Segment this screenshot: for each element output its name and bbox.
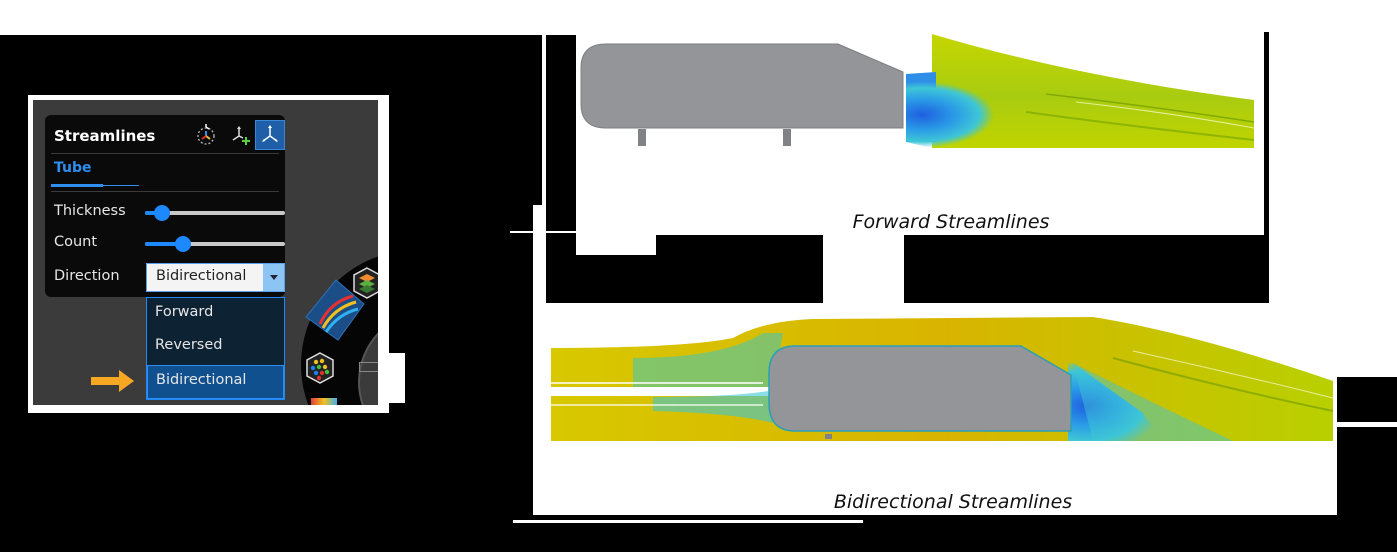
mask-fwd-below-1: [576, 255, 823, 303]
mask-bottom-left: [0, 413, 533, 552]
radial-menu-slice-icon[interactable]: [311, 398, 337, 405]
add-seed-icon[interactable]: [225, 120, 255, 150]
dropdown-option-forward[interactable]: Forward: [155, 304, 214, 320]
mask-fwd-right-stripe: [1264, 32, 1269, 237]
thickness-label: Thickness: [54, 203, 126, 219]
direction-select[interactable]: Bidirectional: [146, 263, 285, 292]
streamlines-panel-screenshot: Streamlines: [28, 95, 389, 413]
count-slider-handle[interactable]: [175, 236, 191, 252]
count-slider-fill: [145, 242, 183, 246]
mask-left-stripe: [546, 35, 576, 303]
count-label: Count: [54, 234, 98, 250]
radial-menu-particles-icon[interactable]: [306, 352, 334, 384]
radial-menu-layers-icon[interactable]: [353, 267, 378, 299]
tab-indicator: [51, 184, 103, 187]
header-divider: [51, 153, 279, 154]
mask-bottom-bar: [545, 513, 860, 520]
dropdown-option-reversed[interactable]: Reversed: [155, 337, 223, 353]
bidirectional-caption: Bidirectional Streamlines: [834, 491, 1072, 513]
mask-line-1: [510, 231, 576, 233]
seed-rotate-icon[interactable]: [191, 120, 221, 150]
thickness-slider-handle[interactable]: [154, 205, 170, 221]
mask-gap-white: [389, 353, 405, 403]
forward-caption: Forward Streamlines: [853, 211, 1050, 233]
chevron-down-icon[interactable]: [263, 264, 284, 291]
forward-streamlines-figure: Forward Streamlines: [576, 32, 1264, 235]
radial-menu-plane-icon: [359, 362, 378, 372]
count-slider[interactable]: [145, 236, 285, 252]
mask-right-block: [1337, 377, 1397, 422]
mask-fwd-below-3: [904, 235, 1269, 303]
tab-divider: [51, 191, 279, 192]
tab-tube[interactable]: Tube: [54, 160, 92, 176]
mask-fwd-below-2: [656, 235, 823, 255]
thickness-slider-fill: [145, 211, 162, 215]
mask-bottom-line: [513, 520, 863, 523]
direction-select-value: Bidirectional: [156, 268, 247, 284]
panel-title: Streamlines: [54, 127, 156, 145]
mask-top-left: [0, 35, 542, 95]
tab-indicator-line: [103, 185, 139, 186]
arrow-right-icon: [91, 370, 134, 392]
radial-menu-wedge-streamlines[interactable]: [298, 272, 378, 352]
bidirectional-axes-icon[interactable]: [255, 120, 285, 150]
mask-left-mid: [389, 95, 542, 205]
direction-label: Direction: [54, 268, 120, 284]
direction-dropdown: Forward Reversed Bidirectional: [146, 297, 285, 400]
viewport-background: Streamlines: [33, 100, 378, 405]
dropdown-option-bidirectional[interactable]: Bidirectional: [147, 365, 284, 399]
bidirectional-streamlines-figure: Bidirectional Streamlines: [533, 303, 1337, 515]
thickness-slider[interactable]: [145, 205, 285, 221]
